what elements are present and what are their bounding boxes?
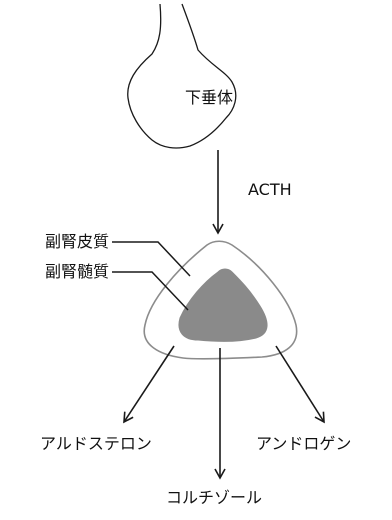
cortex-leader-line bbox=[112, 241, 191, 277]
pituitary-shape bbox=[127, 3, 237, 149]
aldosterone-arrow bbox=[123, 345, 175, 424]
androgen-label: アンドロゲン bbox=[256, 434, 352, 453]
cortex-label: 副腎皮質 bbox=[45, 232, 110, 251]
medulla-leader-line bbox=[112, 271, 189, 311]
acth-label: ACTH bbox=[248, 180, 292, 199]
pituitary-label: 下垂体 bbox=[185, 88, 234, 107]
androgen-arrow bbox=[275, 345, 325, 424]
adrenal-medulla-shape bbox=[178, 268, 268, 342]
aldosterone-label: アルドステロン bbox=[40, 434, 152, 453]
cortisol-label: コルチゾール bbox=[166, 488, 263, 507]
medulla-label: 副腎髄質 bbox=[45, 262, 110, 281]
